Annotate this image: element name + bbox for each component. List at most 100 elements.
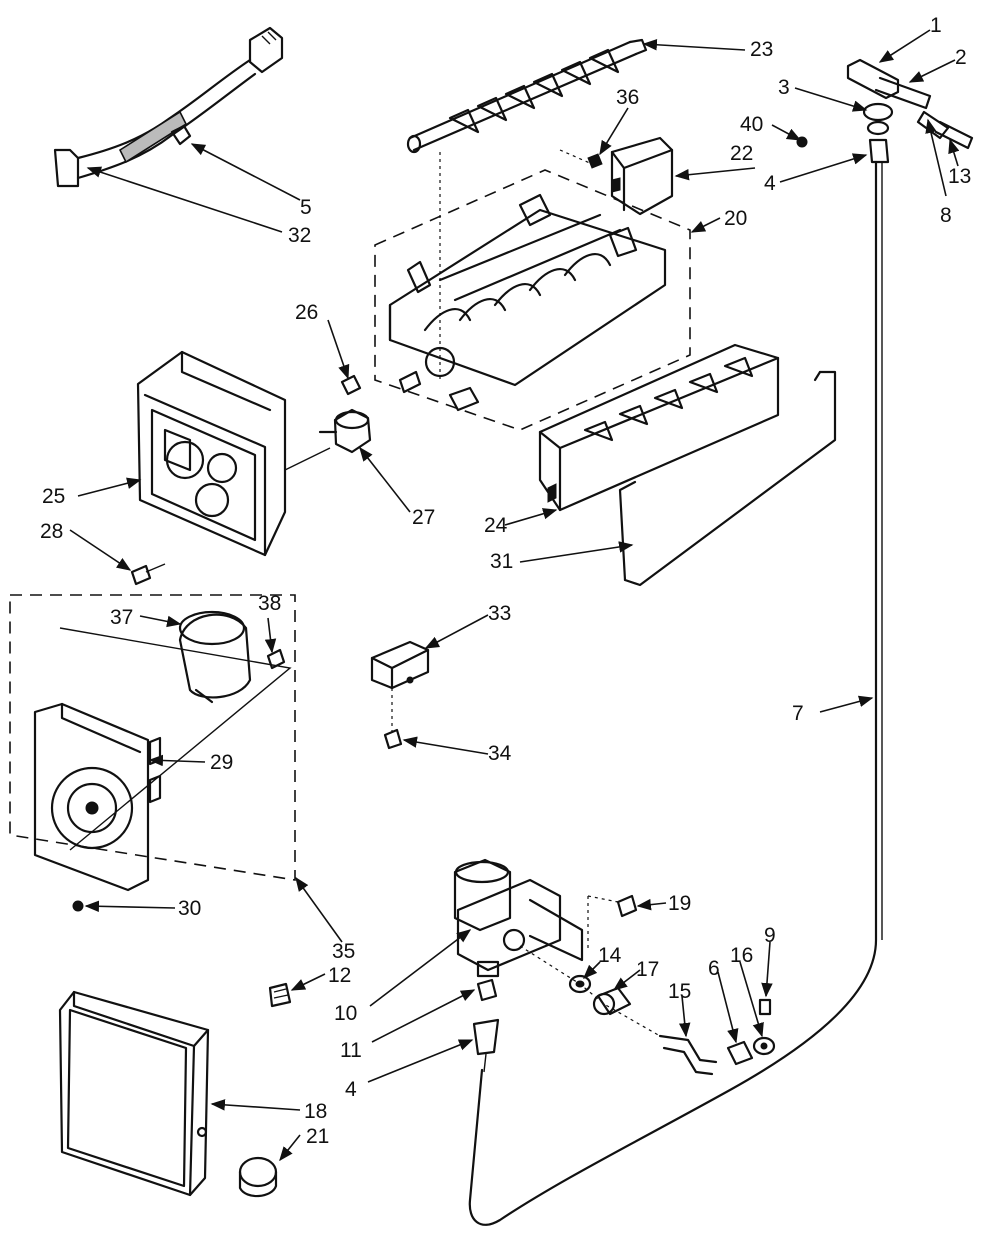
leader-17 bbox=[612, 969, 641, 991]
callout-24: 24 bbox=[484, 514, 508, 537]
knob-part bbox=[238, 1156, 278, 1198]
callout-21: 21 bbox=[306, 1125, 329, 1148]
callout-11: 11 bbox=[340, 1039, 362, 1062]
callout-33: 33 bbox=[488, 602, 511, 625]
leader-2 bbox=[908, 59, 956, 83]
alignment-line bbox=[519, 945, 661, 1037]
callout-18: 18 bbox=[304, 1100, 327, 1123]
callout-labels: 1 2 3 40 13 4 8 23 36 22 20 5 32 26 27 2… bbox=[40, 14, 971, 1148]
leader-32 bbox=[86, 166, 283, 233]
callout-6: 6 bbox=[708, 957, 720, 980]
screw-36-part bbox=[587, 153, 603, 169]
callout-27: 27 bbox=[412, 506, 435, 529]
clip-part bbox=[170, 124, 192, 146]
clip-26-part bbox=[340, 374, 362, 396]
callout-3: 3 bbox=[778, 76, 790, 99]
support-plate-part bbox=[33, 702, 162, 892]
callout-31: 31 bbox=[490, 550, 513, 573]
callout-36: 36 bbox=[616, 86, 639, 109]
callout-34: 34 bbox=[488, 742, 512, 765]
leader-4a bbox=[779, 153, 868, 183]
callout-4b: 4 bbox=[345, 1078, 357, 1101]
leader-29 bbox=[148, 754, 206, 767]
screw-34-part bbox=[383, 728, 403, 750]
leader-11 bbox=[371, 989, 476, 1043]
callout-16: 16 bbox=[730, 944, 753, 967]
leader-26 bbox=[327, 319, 350, 380]
callout-22: 22 bbox=[730, 142, 753, 165]
fill-tube-fittings-part bbox=[796, 58, 974, 164]
wire-nut-part bbox=[268, 982, 292, 1008]
leader-lines bbox=[69, 29, 960, 1162]
ejector-shaft-part bbox=[406, 38, 648, 154]
leader-9 bbox=[761, 941, 773, 998]
callout-17: 17 bbox=[636, 958, 659, 981]
leader-31 bbox=[519, 541, 634, 563]
callout-38: 38 bbox=[258, 592, 281, 615]
fitting-17-part bbox=[592, 986, 632, 1016]
callout-15: 15 bbox=[668, 980, 691, 1003]
callout-30: 30 bbox=[178, 897, 201, 920]
leader-3 bbox=[794, 87, 868, 112]
leader-15 bbox=[678, 995, 691, 1038]
leader-22 bbox=[674, 167, 756, 181]
callout-14: 14 bbox=[598, 944, 622, 967]
nut-11-part bbox=[476, 978, 498, 1002]
alignment-line bbox=[587, 895, 619, 950]
leader-27 bbox=[359, 446, 411, 513]
leader-7 bbox=[819, 695, 874, 713]
tube-insert-lower-part bbox=[472, 1018, 500, 1073]
fill-cup-part bbox=[610, 136, 674, 216]
wire-harness-part bbox=[53, 26, 284, 188]
cover-panel-part bbox=[58, 990, 210, 1197]
leader-12 bbox=[290, 973, 326, 991]
leader-35 bbox=[295, 876, 343, 943]
callout-40: 40 bbox=[740, 113, 763, 136]
leader-21 bbox=[279, 1134, 301, 1162]
callout-32: 32 bbox=[288, 224, 311, 247]
water-valve-part bbox=[453, 858, 584, 978]
leader-13 bbox=[948, 138, 960, 167]
callout-37: 37 bbox=[110, 606, 133, 629]
callout-8: 8 bbox=[940, 204, 952, 227]
leader-38 bbox=[264, 617, 277, 654]
leader-19 bbox=[636, 898, 667, 911]
drive-assembly-group bbox=[9, 594, 296, 881]
callout-13: 13 bbox=[948, 165, 971, 188]
callout-35: 35 bbox=[332, 940, 355, 963]
callout-19: 19 bbox=[668, 892, 691, 915]
callout-29: 29 bbox=[210, 751, 233, 774]
leader-24 bbox=[504, 508, 558, 526]
callout-28: 28 bbox=[40, 520, 63, 543]
bracket-33-part bbox=[370, 640, 430, 690]
screw-19-part bbox=[616, 894, 638, 918]
leader-28 bbox=[69, 529, 132, 571]
callout-23: 23 bbox=[750, 38, 773, 61]
callout-26: 26 bbox=[295, 301, 318, 324]
leader-4b bbox=[367, 1039, 474, 1083]
leader-23 bbox=[642, 39, 746, 51]
callout-20: 20 bbox=[724, 207, 747, 230]
thermostat-part bbox=[318, 408, 372, 454]
screw-30-part bbox=[72, 900, 84, 912]
ice-stripper-part bbox=[538, 343, 780, 512]
leader-14 bbox=[582, 961, 601, 980]
shutoff-arm-part bbox=[618, 370, 837, 587]
leader-30 bbox=[84, 900, 176, 913]
callout-4a: 4 bbox=[764, 172, 776, 195]
leader-36 bbox=[599, 107, 629, 156]
leader-8 bbox=[925, 118, 947, 197]
leader-40 bbox=[771, 124, 802, 141]
callout-12: 12 bbox=[328, 964, 351, 987]
leader-16 bbox=[739, 961, 764, 1038]
leader-25 bbox=[77, 477, 142, 497]
alignment-line bbox=[559, 149, 593, 165]
leader-18 bbox=[210, 1099, 301, 1111]
leader-5 bbox=[190, 143, 301, 201]
callout-7: 7 bbox=[792, 702, 804, 725]
leader-6 bbox=[717, 971, 739, 1044]
callout-1: 1 bbox=[930, 14, 942, 37]
control-housing-part bbox=[136, 350, 331, 557]
callout-25: 25 bbox=[42, 485, 65, 508]
